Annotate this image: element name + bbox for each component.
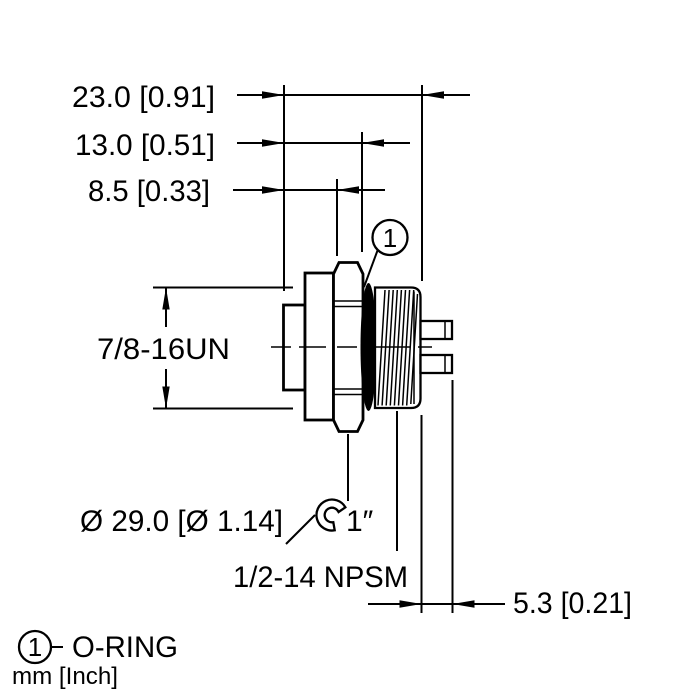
dimension-label-overall-depth: 23.0 [0.91] <box>72 81 215 114</box>
units-note: mm [Inch] <box>12 663 118 690</box>
callout-oring: 1 <box>363 218 409 288</box>
dimension-label-mounting-thread: 1/2-14 NPSM <box>233 561 408 594</box>
arrowhead-left-icon <box>362 139 384 147</box>
legend: 1 O-RING <box>17 629 178 665</box>
arrowhead-up-icon <box>162 287 170 310</box>
dimension-label-body-depth: 13.0 [0.51] <box>75 129 215 162</box>
arrowhead-right-icon <box>399 600 422 608</box>
hex-facet-lines <box>333 300 363 396</box>
dimension-body-depth: 13.0 [0.51] <box>75 129 410 162</box>
dimension-label-coupling-thread: 7/8-16UN <box>97 333 230 366</box>
dimension-label-front-depth: 8.5 [0.33] <box>88 175 210 208</box>
legend-callout-circle <box>17 629 53 665</box>
dimension-label-pin-protrusion: 5.3 [0.21] <box>513 587 632 620</box>
dimension-label-flange-diameter: Ø 29.0 [Ø 1.14] <box>80 505 283 538</box>
arrowhead-right-icon <box>262 139 284 147</box>
wrench-handle <box>285 514 316 545</box>
legend-callout-number: 1 <box>28 632 42 662</box>
callout-number: 1 <box>383 223 397 253</box>
callout-leader-line <box>363 250 379 288</box>
arrowhead-right-icon <box>262 91 284 99</box>
legend-label: O-RING <box>72 631 178 664</box>
arrowhead-left-icon <box>337 186 359 194</box>
arrowhead-left-icon <box>452 600 475 608</box>
dimension-pin-protrusion: 5.3 [0.21] <box>368 380 632 620</box>
connector-body <box>271 261 454 433</box>
dimension-flange-diameter: Ø 29.0 [Ø 1.14] 1″ <box>80 434 374 545</box>
dimension-overall-depth: 23.0 [0.91] <box>72 81 470 114</box>
arrowhead-left-icon <box>422 91 444 99</box>
wrench-head <box>315 498 347 532</box>
dimension-mounting-thread: 1/2-14 NPSM <box>233 411 408 594</box>
callout-circle <box>371 218 409 257</box>
dimension-coupling-thread: 7/8-16UN <box>97 286 293 410</box>
dimension-front-depth: 8.5 [0.33] <box>88 175 385 208</box>
wrench-icon <box>285 498 347 545</box>
wrench-size-label: 1″ <box>346 505 374 538</box>
arrowhead-down-icon <box>162 386 170 409</box>
contact-pin-lower <box>419 353 454 375</box>
extension-lines-top <box>283 85 423 291</box>
contact-pin-upper <box>419 319 454 341</box>
extension-lines-left <box>153 286 293 410</box>
extension-lines-bottom <box>420 380 454 613</box>
arrowhead-right-icon <box>262 186 284 194</box>
